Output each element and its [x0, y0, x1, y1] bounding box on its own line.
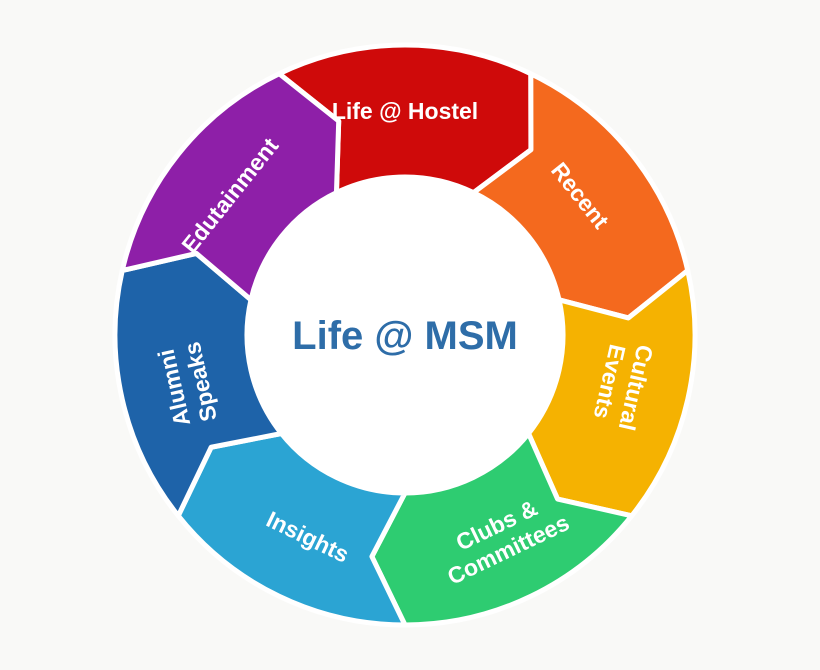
- segment-label-life-hostel: Life @ Hostel: [332, 98, 478, 124]
- center-title: Life @ MSM: [292, 314, 518, 358]
- center-circle: [245, 175, 565, 495]
